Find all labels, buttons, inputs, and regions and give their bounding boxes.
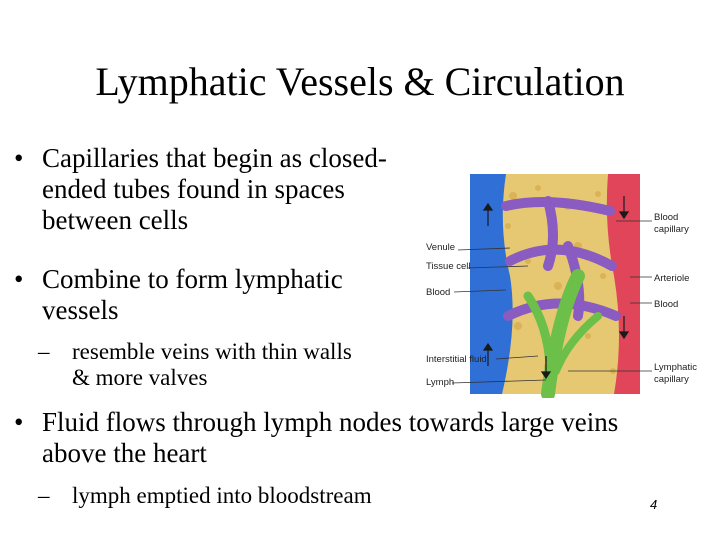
sub-bullet-marker: – (38, 483, 50, 508)
bullet-text: Combine to form lymphatic vessels (42, 264, 343, 325)
sub-bullet-resemble-veins: – resemble veins with thin walls & more … (38, 339, 372, 391)
lymphatic-capillary (523, 269, 602, 398)
label-blood-left: Blood (426, 287, 450, 298)
right-leader-lines (568, 220, 652, 372)
label-lymph: Lymph (426, 377, 454, 388)
sub-bullet-marker: – (38, 339, 50, 364)
page-number: 4 (650, 497, 658, 512)
label-venule: Venule (426, 242, 455, 253)
sub-bullet-lymph-emptied: – lymph emptied into bloodstream (38, 483, 452, 509)
arteriole-vessel (606, 174, 640, 394)
label-arteriole: Arteriole (654, 273, 689, 284)
left-leader-lines (451, 247, 547, 384)
bullet-marker: • (14, 407, 24, 437)
label-blood-right: Blood (654, 299, 678, 310)
bullet-fluid-flows: • Fluid flows through lymph nodes toward… (14, 407, 682, 469)
bullet-text: Capillaries that begin as closed-ended t… (42, 143, 387, 235)
bullet-combine: • Combine to form lymphatic vessels (14, 264, 392, 326)
label-interstitial-fluid: Interstitial fluid (426, 354, 487, 365)
venule-vessel (470, 174, 513, 394)
label-tissue-cell: Tissue cell (426, 261, 471, 272)
bullet-marker: • (14, 143, 24, 173)
bullet-text: Fluid flows through lymph nodes towards … (42, 407, 619, 468)
bullet-capillaries: • Capillaries that begin as closed-ended… (14, 143, 392, 236)
bullet-marker: • (14, 264, 24, 294)
slide-title: Lymphatic Vessels & Circulation (95, 59, 625, 104)
sub-bullet-text: resemble veins with thin walls & more va… (72, 339, 352, 390)
lymphatic-diagram: Venule Tissue cell Blood Interstitial fl… (426, 174, 697, 398)
flow-arrows (482, 196, 630, 380)
sub-bullet-text: lymph emptied into bloodstream (72, 483, 372, 508)
